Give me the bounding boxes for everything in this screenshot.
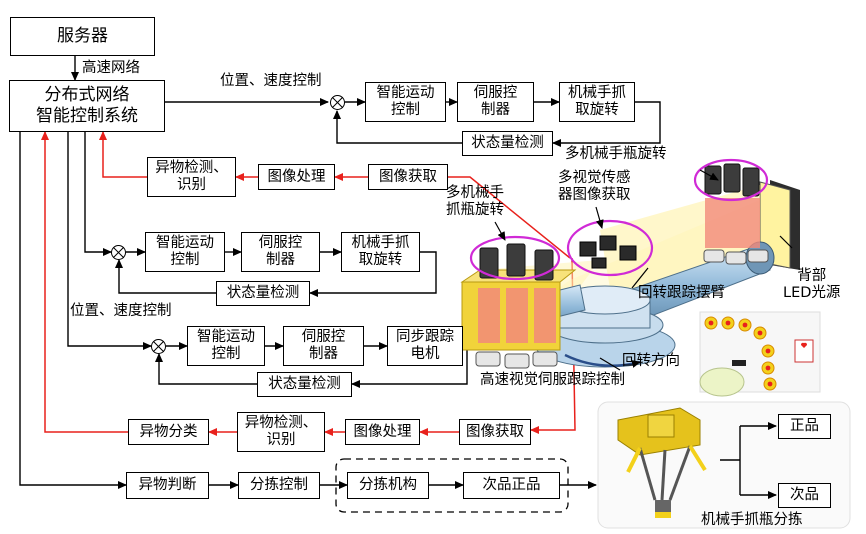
loop2-servo-box: 伺服控 制器 [241,232,320,272]
vision1-process-box: 图像处理 [258,164,335,190]
loop3-state-detection-box: 状态量检测 [257,372,352,397]
loop3-sync-motor-box: 同步跟踪 电机 [387,326,463,366]
loop3-servo-box: 伺服控 制器 [283,326,364,366]
high-speed-network-label: 高速网络 [82,60,140,76]
backlight-led-label: 背部 LED光源 [783,268,841,301]
loop3-motion-control-box: 智能运动 控制 [187,326,265,366]
visual-servo-tracking-label: 高速视觉伺服跟踪控制 [480,372,625,388]
server-box: 服务器 [10,17,155,56]
position-speed-control-label-top: 位置、速度控制 [220,73,322,89]
rotation-direction-label: 回转方向 [622,353,680,369]
vision1-detect-box: 异物检测、 识别 [147,157,236,197]
foreign-object-judge-box: 异物判断 [126,472,209,499]
loop1-state-detection-box: 状态量检测 [462,131,553,156]
loop1-motion-control-box: 智能运动 控制 [365,82,446,122]
sorting-control-box: 分拣控制 [238,472,320,499]
loop2-gripper-box: 机械手抓 取旋转 [341,232,420,272]
bottle-path-inset [699,311,821,397]
inspection-machine-illustration [460,158,800,371]
vision1-acquire-box: 图像获取 [368,164,448,190]
summing-junction-2 [111,245,126,260]
position-speed-control-label-mid: 位置、速度控制 [70,303,172,319]
magenta-circle-left-gripper [469,235,561,281]
summing-junction-1 [330,95,345,110]
multi-sensor-acquire-label: 多视觉传感 器图像获取 [558,170,631,203]
foreign-object-classify-box: 异物分类 [128,419,209,445]
reject-product-box: 次品 [778,483,831,508]
loop1-gripper-box: 机械手抓 取旋转 [559,82,635,122]
gripper-sorting-caption: 机械手抓瓶分拣 [701,512,803,528]
multi-gripper-grab-rotate-label: 多机械手 抓瓶旋转 [446,185,504,218]
loop2-motion-control-box: 智能运动 控制 [145,232,225,272]
multi-gripper-rotate-label: 多机械手瓶旋转 [565,146,667,162]
vision2-detect-box: 异物检测、 识别 [237,412,325,452]
magenta-circle-cameras [566,219,654,277]
vision2-process-box: 图像处理 [345,419,420,445]
distributed-control-system-box: 分布式网络 智能控制系统 [9,80,165,132]
magenta-circle-top-gripper [693,158,769,202]
reject-good-box: 次品正品 [463,472,560,499]
swing-arm-label: 回转跟踪摆臂 [638,285,725,301]
loop1-servo-box: 伺服控 制器 [457,82,534,122]
sorting-mechanism-box: 分拣机构 [347,472,429,499]
summing-junction-3 [151,339,166,354]
sorting-dashed-frame [335,458,569,513]
loop2-state-detection-box: 状态量检测 [216,281,310,306]
good-product-box: 正品 [778,414,831,439]
vision2-acquire-box: 图像获取 [459,419,531,445]
